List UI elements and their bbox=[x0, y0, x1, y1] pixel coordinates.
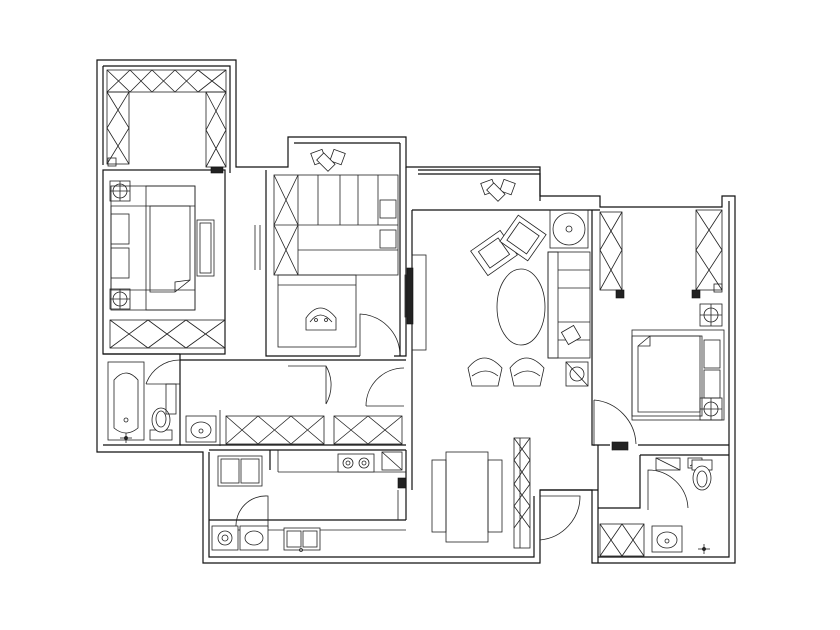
stove-icon bbox=[337, 453, 375, 473]
exterior-walls bbox=[96, 59, 736, 564]
desk-chair-icon bbox=[305, 307, 337, 331]
tv-icon bbox=[406, 267, 414, 325]
coffee-table-icon bbox=[496, 268, 546, 346]
floor-drain-icon bbox=[120, 433, 132, 443]
storage-cabinet-icon bbox=[225, 415, 325, 445]
floor-drain-icon bbox=[698, 544, 710, 554]
toilet-icon bbox=[149, 407, 173, 441]
bathtub-icon bbox=[107, 361, 145, 441]
fridge-icon bbox=[217, 455, 263, 487]
armchair-icon bbox=[470, 214, 547, 277]
dining-chair-icon bbox=[467, 357, 545, 387]
armchair-icon bbox=[480, 178, 516, 202]
bed-icon bbox=[631, 329, 725, 421]
wardrobe-icon bbox=[599, 211, 623, 291]
door-swing-icon bbox=[288, 365, 332, 405]
study bbox=[273, 148, 401, 356]
sink-icon bbox=[239, 525, 269, 551]
toilet-icon bbox=[691, 459, 713, 491]
door-swing-icon bbox=[235, 495, 269, 529]
wardrobe-icon bbox=[109, 319, 226, 349]
interior-walls bbox=[102, 143, 729, 563]
wardrobe-icon bbox=[695, 209, 723, 291]
bathroom-west bbox=[107, 359, 217, 443]
storage-cabinet-icon bbox=[333, 415, 403, 445]
door-swing-icon bbox=[593, 399, 637, 446]
sink-icon bbox=[185, 415, 217, 443]
bedroom-west bbox=[109, 180, 261, 349]
armchair-icon bbox=[310, 148, 346, 172]
bench-icon bbox=[196, 219, 215, 277]
door-swing-icon bbox=[365, 367, 405, 407]
side-table-icon bbox=[549, 209, 589, 249]
door-swing-icon bbox=[145, 359, 181, 385]
door-swing-icon bbox=[359, 313, 401, 356]
cabinet-icon bbox=[655, 457, 681, 471]
sideboard-icon bbox=[513, 437, 531, 549]
kitchen-sink-icon bbox=[283, 527, 321, 552]
door-swing-icon bbox=[539, 495, 581, 541]
corridor bbox=[219, 365, 405, 446]
living-dining bbox=[404, 178, 591, 549]
washing-machine-icon bbox=[211, 525, 239, 551]
bedroom-east bbox=[593, 209, 725, 451]
kitchen bbox=[211, 450, 407, 552]
tv-cabinet-icon bbox=[411, 254, 427, 351]
sofa-icon bbox=[547, 251, 591, 359]
door-swing-icon bbox=[647, 469, 689, 510]
vanity-icon bbox=[599, 523, 645, 557]
range-hood-icon bbox=[381, 451, 407, 489]
dining-table-icon bbox=[445, 451, 489, 543]
desk-icon bbox=[277, 274, 357, 348]
plant-icon bbox=[552, 212, 586, 246]
balcony-northwest bbox=[106, 69, 227, 174]
sink-icon bbox=[651, 525, 683, 553]
bathroom-east bbox=[599, 457, 713, 557]
